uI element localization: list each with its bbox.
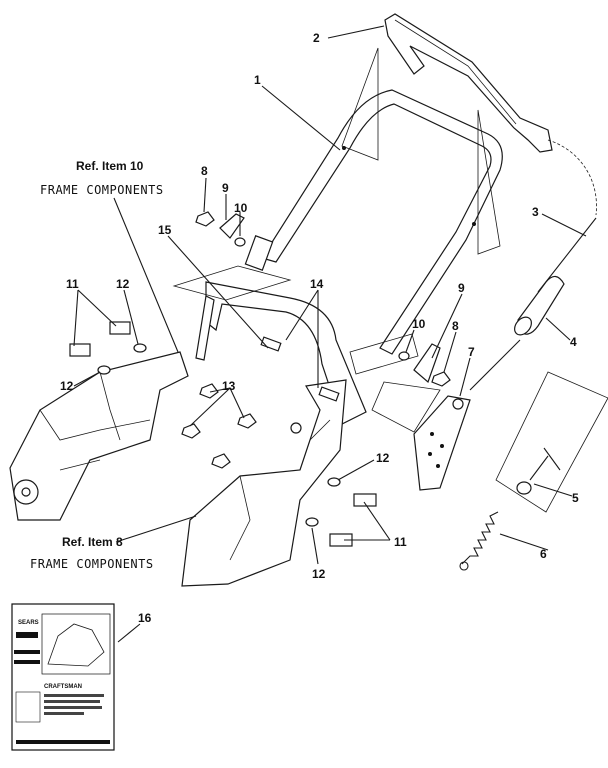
manual-brand-2: CRAFTSMAN — [44, 684, 82, 690]
left-frame-bracket — [9, 351, 189, 521]
shoulder-bolt — [260, 336, 340, 402]
manual-brand: SEARS — [18, 620, 39, 626]
callout-9-upper: 9 — [222, 181, 229, 195]
nut-8 — [431, 371, 451, 387]
ref-item-8-subtitle: FRAME COMPONENTS — [30, 557, 154, 571]
bolt-11 — [69, 343, 91, 357]
lower-handle — [172, 265, 441, 433]
callout-10-upper: 10 — [234, 201, 248, 215]
washer-12 — [327, 477, 341, 487]
callout-11-right: 11 — [394, 535, 407, 549]
ref-item-10-title: Ref. Item 10 — [76, 159, 144, 173]
callout-4: 4 — [570, 335, 577, 349]
callout-5: 5 — [572, 491, 579, 505]
callout-numbers: 2 1 3 4 5 6 7 8 8 9 9 10 10 11 11 12 12 … — [60, 31, 579, 625]
bolt-11 — [353, 493, 377, 507]
right-frame-bracket — [181, 379, 347, 587]
callout-12-upper-left: 12 — [116, 277, 130, 291]
mounting-plate-outline — [371, 381, 441, 433]
spring-clip-5 — [516, 447, 561, 495]
wing-9 — [413, 343, 441, 384]
reference-labels: Ref. Item 10 FRAME COMPONENTS Ref. Item … — [30, 159, 164, 571]
washer-12 — [305, 517, 319, 527]
mounting-plate-outline — [349, 333, 419, 375]
right-hardware — [398, 343, 451, 387]
callout-16: 16 — [138, 611, 152, 625]
callout-8-right: 8 — [452, 319, 459, 333]
callout-8-upper: 8 — [201, 164, 208, 178]
callout-2: 2 — [313, 31, 320, 45]
callout-11-left: 11 — [66, 277, 79, 291]
washer-10 — [234, 237, 246, 247]
callout-12-lower-left: 12 — [60, 379, 74, 393]
adjustment-plate — [413, 395, 471, 491]
handle-clamp — [244, 235, 274, 271]
callout-1: 1 — [254, 73, 261, 87]
handle-section-marker — [341, 47, 379, 161]
callout-10-right: 10 — [412, 317, 426, 331]
washer-10 — [398, 351, 410, 361]
washer-12 — [97, 365, 111, 375]
handle-section-marker — [477, 109, 501, 255]
callout-12-bottom: 12 — [312, 567, 326, 581]
callout-12-right: 12 — [376, 451, 390, 465]
callout-6: 6 — [540, 547, 547, 561]
callout-15: 15 — [158, 223, 172, 237]
callout-9-right: 9 — [458, 281, 465, 295]
nut-8 — [195, 211, 215, 227]
spring-assembly-outline — [495, 371, 608, 513]
ref-item-8-title: Ref. Item 8 — [62, 535, 123, 549]
nut-13 — [181, 383, 257, 469]
extension-spring-6 — [459, 511, 499, 571]
callout-14: 14 — [310, 277, 324, 291]
ref-item-10-subtitle: FRAME COMPONENTS — [40, 183, 164, 197]
upper-control-bar — [384, 13, 553, 153]
leader-lines — [73, 25, 587, 643]
cable-sleeve-4 — [514, 275, 565, 336]
main-handle — [261, 47, 503, 355]
callout-7: 7 — [468, 345, 475, 359]
wing-9 — [219, 213, 245, 239]
bolt-hole — [472, 222, 476, 226]
bolt-hole — [342, 146, 346, 150]
control-cable-route — [547, 139, 597, 216]
mounting-plate-outline — [172, 265, 292, 301]
washer-12 — [133, 343, 147, 353]
callout-3: 3 — [532, 205, 539, 219]
right-fasteners — [305, 477, 377, 547]
owners-manual: SEARS CRAFTSMAN — [11, 603, 115, 751]
callout-13: 13 — [222, 379, 236, 393]
upper-left-hardware — [195, 211, 274, 271]
